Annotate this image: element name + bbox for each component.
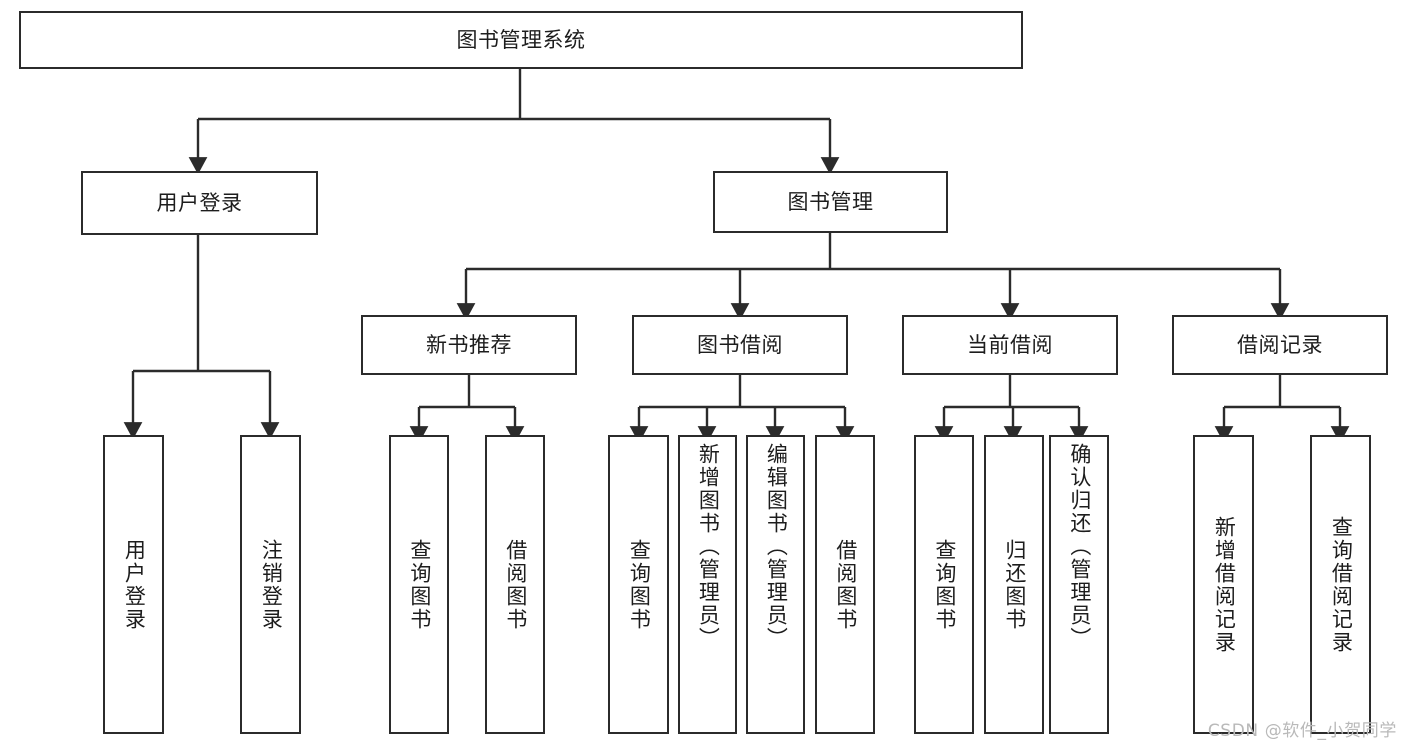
leaf-confirm-return-admin[interactable]: 确认归还（管理员） <box>1049 435 1109 734</box>
leaf-logout[interactable]: 注销登录 <box>240 435 301 734</box>
leaf-query-book-current-label: 查询图书 <box>932 538 957 631</box>
leaf-query-book-borrow[interactable]: 查询图书 <box>608 435 669 734</box>
leaf-borrow-book-new[interactable]: 借阅图书 <box>485 435 545 734</box>
node-new-book-recommend-label: 新书推荐 <box>426 332 512 357</box>
leaf-user-login-label: 用户登录 <box>122 538 147 631</box>
leaf-confirm-return-admin-label: 确认归还（管理员） <box>1067 443 1092 650</box>
leaf-add-borrow-record[interactable]: 新增借阅记录 <box>1193 435 1254 734</box>
node-borrow-record[interactable]: 借阅记录 <box>1172 315 1388 375</box>
leaf-query-book-new-label: 查询图书 <box>407 538 432 631</box>
node-user-login-label: 用户登录 <box>156 190 243 215</box>
leaf-query-borrow-record[interactable]: 查询借阅记录 <box>1310 435 1371 734</box>
leaf-query-borrow-record-label: 查询借阅记录 <box>1329 515 1354 654</box>
leaf-borrow-book-borrow[interactable]: 借阅图书 <box>815 435 875 734</box>
leaf-borrow-book-new-label: 借阅图书 <box>503 538 528 631</box>
node-borrow-record-label: 借阅记录 <box>1237 332 1323 357</box>
node-root-system[interactable]: 图书管理系统 <box>19 11 1023 69</box>
leaf-query-book-borrow-label: 查询图书 <box>627 538 652 631</box>
leaf-user-login[interactable]: 用户登录 <box>103 435 164 734</box>
csdn-watermark: CSDN @软件_小贺同学 <box>1207 721 1397 741</box>
node-current-borrow[interactable]: 当前借阅 <box>902 315 1118 375</box>
node-new-book-recommend[interactable]: 新书推荐 <box>361 315 577 375</box>
leaf-return-book-label: 归还图书 <box>1002 538 1027 631</box>
leaf-edit-book-admin[interactable]: 编辑图书（管理员） <box>746 435 805 734</box>
node-book-management[interactable]: 图书管理 <box>713 171 948 233</box>
node-user-login[interactable]: 用户登录 <box>81 171 318 235</box>
node-current-borrow-label: 当前借阅 <box>967 332 1053 357</box>
node-book-management-label: 图书管理 <box>787 189 874 214</box>
leaf-logout-label: 注销登录 <box>259 538 284 631</box>
leaf-borrow-book-borrow-label: 借阅图书 <box>833 538 858 631</box>
leaf-query-book-new[interactable]: 查询图书 <box>389 435 449 734</box>
leaf-add-book-admin-label: 新增图书（管理员） <box>696 443 721 650</box>
leaf-return-book[interactable]: 归还图书 <box>984 435 1044 734</box>
node-root-label: 图书管理系统 <box>456 27 586 52</box>
leaf-edit-book-admin-label: 编辑图书（管理员） <box>764 443 789 650</box>
leaf-add-borrow-record-label: 新增借阅记录 <box>1212 515 1237 654</box>
leaf-query-book-current[interactable]: 查询图书 <box>914 435 974 734</box>
leaf-add-book-admin[interactable]: 新增图书（管理员） <box>678 435 737 734</box>
node-book-borrow-label: 图书借阅 <box>697 332 783 357</box>
node-book-borrow[interactable]: 图书借阅 <box>632 315 848 375</box>
